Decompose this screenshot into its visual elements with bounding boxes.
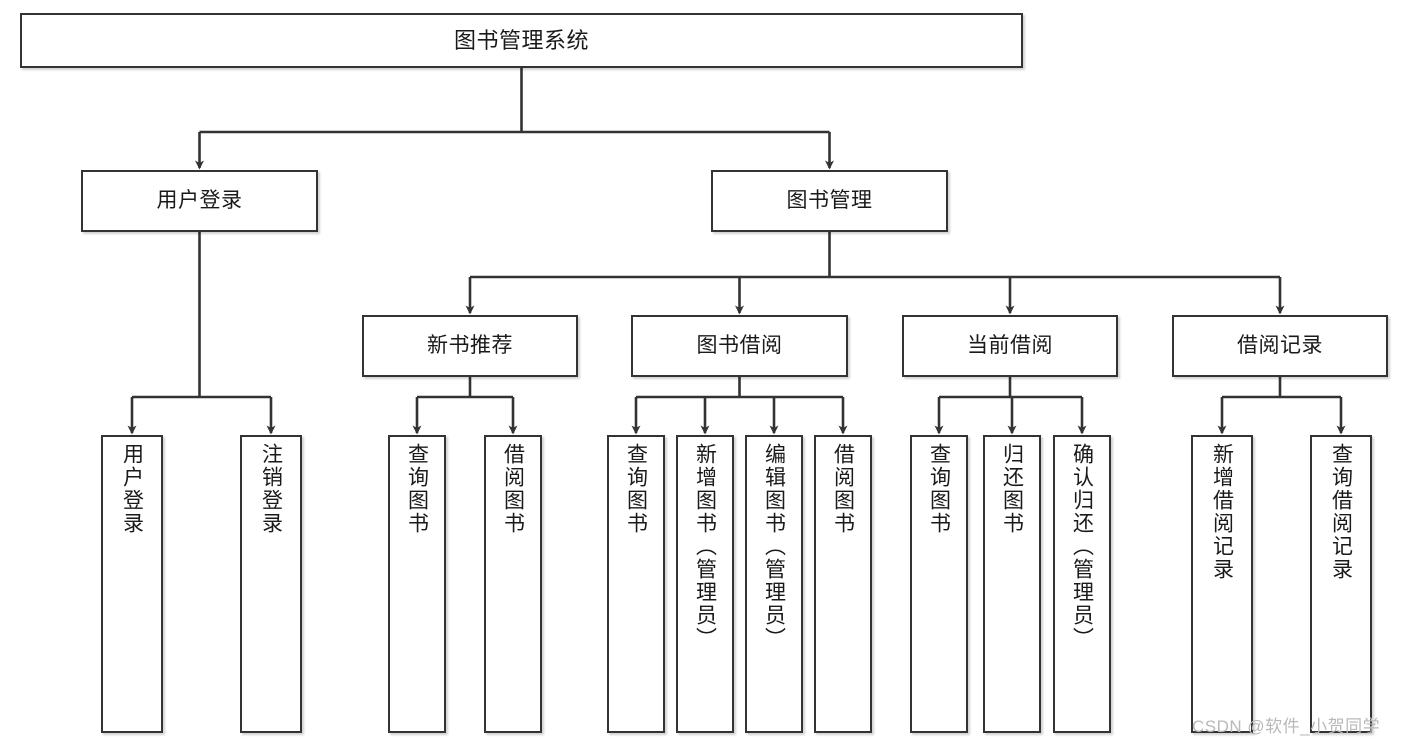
node-new-book-rec[interactable]: 新书推荐 xyxy=(362,315,578,377)
node-label-leaf-user-login: 用户登录 xyxy=(120,443,144,535)
node-label-current-borrow: 当前借阅 xyxy=(967,333,1053,357)
node-leaf-user-login[interactable]: 用户登录 xyxy=(101,435,163,733)
node-leaf-add-book[interactable]: 新增图书（管理员） xyxy=(676,435,734,733)
node-current-borrow[interactable]: 当前借阅 xyxy=(902,315,1118,377)
node-label-leaf-query-book-1: 查询图书 xyxy=(405,443,429,535)
node-label-leaf-query-book-3: 查询图书 xyxy=(927,443,951,535)
node-leaf-edit-book[interactable]: 编辑图书（管理员） xyxy=(745,435,803,733)
node-borrow-record[interactable]: 借阅记录 xyxy=(1172,315,1388,377)
node-root[interactable]: 图书管理系统 xyxy=(20,13,1023,68)
node-leaf-user-logout[interactable]: 注销登录 xyxy=(240,435,302,733)
node-label-leaf-query-book-2: 查询图书 xyxy=(624,443,648,535)
node-leaf-return-book[interactable]: 归还图书 xyxy=(983,435,1041,733)
node-leaf-query-record[interactable]: 查询借阅记录 xyxy=(1310,435,1372,733)
node-leaf-add-record[interactable]: 新增借阅记录 xyxy=(1191,435,1253,733)
node-leaf-query-book-3[interactable]: 查询图书 xyxy=(910,435,968,733)
node-label-book-borrow: 图书借阅 xyxy=(696,333,783,357)
node-book-manage[interactable]: 图书管理 xyxy=(711,170,948,232)
node-label-leaf-user-logout: 注销登录 xyxy=(259,443,283,535)
node-label-leaf-add-book: 新增图书（管理员） xyxy=(693,443,717,650)
node-label-leaf-borrow-book-1: 借阅图书 xyxy=(501,443,525,535)
node-label-leaf-query-record: 查询借阅记录 xyxy=(1329,443,1353,581)
node-label-leaf-edit-book: 编辑图书（管理员） xyxy=(762,443,786,650)
node-label-book-manage: 图书管理 xyxy=(786,188,873,212)
node-leaf-borrow-book-1[interactable]: 借阅图书 xyxy=(484,435,542,733)
node-leaf-query-book-1[interactable]: 查询图书 xyxy=(388,435,446,733)
node-label-new-book-rec: 新书推荐 xyxy=(427,333,513,357)
node-user-login[interactable]: 用户登录 xyxy=(81,170,318,232)
node-leaf-confirm-ret[interactable]: 确认归还（管理员） xyxy=(1053,435,1111,733)
node-label-root: 图书管理系统 xyxy=(453,27,589,53)
node-label-leaf-borrow-book-2: 借阅图书 xyxy=(831,443,855,535)
node-leaf-borrow-book-2[interactable]: 借阅图书 xyxy=(814,435,872,733)
node-label-leaf-return-book: 归还图书 xyxy=(1000,443,1024,535)
node-label-user-login: 用户登录 xyxy=(156,188,243,212)
node-label-leaf-add-record: 新增借阅记录 xyxy=(1210,443,1234,581)
node-book-borrow[interactable]: 图书借阅 xyxy=(631,315,848,377)
node-label-borrow-record: 借阅记录 xyxy=(1237,333,1323,357)
node-leaf-query-book-2[interactable]: 查询图书 xyxy=(607,435,665,733)
node-label-leaf-confirm-ret: 确认归还（管理员） xyxy=(1070,443,1094,650)
